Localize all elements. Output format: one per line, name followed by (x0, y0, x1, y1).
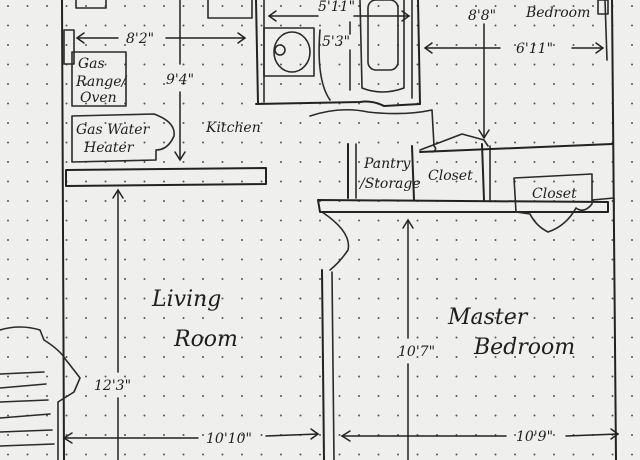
dim-label-living-depth: 12'3" (94, 378, 131, 394)
room-label-bedroom-top: Bedroom (525, 5, 590, 21)
dim-master-width-arrow-l (340, 430, 351, 442)
bathtub (359, 0, 405, 93)
bath-sink-basin (273, 31, 311, 73)
bath-sink-cabinet (263, 27, 315, 77)
master-top-wall (317, 199, 609, 213)
dim-living-depth-arrow (112, 188, 124, 199)
fixture-label-water-heater-2: Heater (83, 140, 135, 156)
stairs-step-1 (0, 371, 45, 375)
left-partition-inner (331, 271, 335, 460)
stairs (0, 326, 81, 460)
dim-bedroom-depth-arrow (478, 129, 490, 140)
left-exterior-wall (61, 0, 65, 460)
left-partition-top (321, 211, 350, 271)
dim-label-bath-width: 5'11" (318, 0, 355, 15)
pantry-right-wall (411, 145, 415, 201)
dim-label-kitchen-width: 8'2" (126, 31, 154, 47)
fixture-label-gas-range-3: Oven (80, 90, 117, 106)
dim-label-master-width: 10'9" (516, 429, 553, 445)
hallway-curve (309, 108, 437, 153)
stairs-step-6 (0, 443, 55, 447)
toilet-outline (318, 29, 331, 101)
room-label-kitchen: Kitchen (205, 120, 261, 136)
fixture-label-water-heater-1: Gas Water (76, 122, 151, 138)
room-label-master-line2: Bedroom (473, 335, 575, 360)
stairs-step-3 (0, 399, 49, 403)
walls (0, 0, 617, 460)
water-heater-box (71, 113, 175, 163)
bath-sink-drain (274, 44, 286, 56)
fixtures (63, 0, 405, 163)
dim-label-bath-depth: 5'3" (322, 34, 350, 50)
dim-label-bedroom-depth: 8'8" (468, 8, 496, 24)
master-closet-ext (591, 197, 615, 213)
closet-door-arc (419, 133, 489, 151)
fixture-label-pantry-2: /Storage (358, 176, 421, 192)
dim-master-depth-arrow (402, 218, 414, 229)
dim-kitchen-depth-arrow (174, 151, 186, 162)
kitchen-divider-wall (65, 167, 267, 187)
bath-bottom-wall (255, 100, 421, 107)
room-label-living-line2: Room (173, 327, 238, 352)
closet-top-wall (419, 143, 613, 153)
gas-line-stub (63, 29, 75, 65)
top-right-post (597, 0, 609, 15)
room-label-living-line1: Living (151, 287, 221, 312)
upper-appliance (207, 0, 253, 19)
fixture-label-gas-range-1: Gas (78, 56, 105, 72)
gas-range-box (71, 51, 127, 107)
dimension-lines (62, 0, 620, 460)
dim-living-width-arrow-l (62, 432, 73, 444)
fixture-label-closet-small: Closet (428, 168, 473, 184)
dim-label-bedroom-width: 6'11" (516, 41, 553, 57)
dim-kitchen-width-arrow-r (237, 32, 247, 44)
closet-small-right-wall (481, 143, 485, 201)
dim-label-living-width: 10'10" (206, 431, 252, 447)
dim-label-master-depth: 10'7" (398, 344, 435, 360)
dim-bedroom-width-arrow-l (423, 42, 433, 54)
stairs-step-4 (0, 413, 51, 419)
right-exterior-wall (611, 0, 617, 460)
bath-right-wall (417, 0, 421, 105)
upper-cabinet (75, 0, 107, 9)
dim-label-kitchen-depth: 9'4" (166, 72, 194, 88)
dim-bath-width-arrow-l (267, 10, 277, 22)
stairs-step-5 (0, 429, 53, 433)
labels: Living Room Master Bedroom Kitchen Bedro… (75, 0, 590, 447)
dim-bedroom-width-arrow-r (595, 42, 605, 54)
stairs-step-2 (0, 383, 47, 389)
room-label-master-line1: Master (447, 305, 529, 330)
dim-master-width-line (341, 433, 619, 437)
dim-bath-width-arrow-r (401, 10, 411, 22)
dim-master-width-arrow-r (610, 428, 620, 440)
right-exterior-wall-inner (604, 0, 608, 61)
bath-left-wall (255, 0, 259, 105)
bathtub-inner (367, 0, 399, 71)
fixture-label-closet-master: Closet (532, 186, 577, 202)
dim-living-width-arrow-r (310, 428, 320, 440)
master-closet (513, 173, 593, 233)
left-partition (321, 269, 325, 460)
dim-kitchen-width-arrow-l (75, 32, 85, 44)
fixture-label-pantry-1: Pantry (363, 156, 411, 172)
fixture-label-gas-range-2: Range/ (75, 74, 127, 90)
dim-living-width-line (63, 433, 319, 439)
